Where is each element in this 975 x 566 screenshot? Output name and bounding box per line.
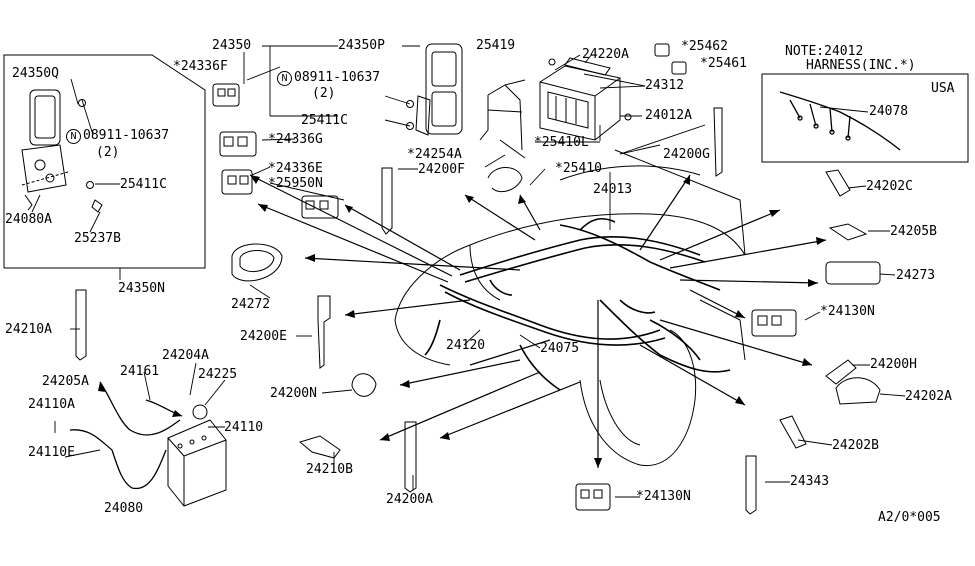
label-24080: 24080 <box>104 501 144 516</box>
label-24200h: 24200H <box>870 357 917 372</box>
label-24225: 24225 <box>198 367 238 382</box>
battery-arrows <box>98 382 182 417</box>
label-24120: 24120 <box>446 338 486 353</box>
label-25411c-left: 25411C <box>120 177 167 192</box>
label-25410: *25410 <box>555 161 602 176</box>
label-24350: 24350 <box>212 38 252 53</box>
label-24202c: 24202C <box>866 179 913 194</box>
label-24336e: *24336E <box>268 161 323 176</box>
label-25462: *25462 <box>681 39 728 54</box>
note-label: NOTE:24012 <box>785 44 864 59</box>
label-24336f: *24336F <box>173 59 228 74</box>
label-24220a: 24220A <box>582 47 629 62</box>
label-24202a: 24202A <box>905 389 952 404</box>
label-24350p: 24350P <box>338 38 385 53</box>
label-24130n-right: *24130N <box>820 304 875 319</box>
label-24254a: *24254A <box>407 147 462 162</box>
usa-harness <box>779 91 901 151</box>
fuse-box-24312 <box>539 43 687 141</box>
label-24350q: 24350Q <box>12 66 59 81</box>
grommet-24254a <box>487 167 523 193</box>
label-24210b: 24210B <box>306 462 353 477</box>
vehicle-outline <box>394 149 746 467</box>
battery <box>167 404 227 507</box>
label-24312: 24312 <box>645 78 685 93</box>
label-24200n: 24200N <box>270 386 317 401</box>
label-24200a: 24200A <box>386 492 433 507</box>
inset-panel-frame <box>3 54 206 269</box>
main-harness <box>424 218 731 391</box>
label-24210a: 24210A <box>5 322 52 337</box>
label-24204a: 24204A <box>162 348 209 363</box>
label-24110a: 24110A <box>28 397 75 412</box>
label-24205a: 24205A <box>42 374 89 389</box>
label-24350n: 24350N <box>118 281 165 296</box>
label-24161: 24161 <box>120 364 160 379</box>
diagram-code: A2/0*005 <box>878 510 941 525</box>
label-bolt-left-qty: (2) <box>96 145 120 160</box>
label-24272: 24272 <box>231 297 271 312</box>
battery-cables <box>69 381 183 489</box>
label-25237b: 25237B <box>74 231 121 246</box>
label-24343: 24343 <box>790 474 830 489</box>
label-24202b: 24202B <box>832 438 879 453</box>
pointer-arrows <box>249 174 827 468</box>
label-24205b: 24205B <box>890 224 937 239</box>
label-24200f: 24200F <box>418 162 465 177</box>
relay-bracket-inset <box>21 89 103 213</box>
label-24012a: 24012A <box>645 108 692 123</box>
label-24336g: *24336G <box>268 132 323 147</box>
harness-label: HARNESS(INC.*) <box>806 58 916 73</box>
label-24080a: 24080A <box>5 212 52 227</box>
label-24200g: 24200G <box>663 147 710 162</box>
label-25461: *25461 <box>700 56 747 71</box>
n-circle-icon: N <box>277 71 292 86</box>
label-24200e: 24200E <box>240 329 287 344</box>
label-25410l: *25410L <box>534 135 589 150</box>
label-24075: 24075 <box>540 341 580 356</box>
label-25419: 25419 <box>476 38 516 53</box>
relay-bracket-24350p <box>406 43 463 136</box>
connectors <box>212 83 797 511</box>
bracket-25419 <box>479 79 526 159</box>
clips <box>75 107 881 515</box>
label-24110: 24110 <box>224 420 264 435</box>
usa-label: USA <box>931 81 955 96</box>
label-24013: 24013 <box>593 182 633 197</box>
label-25411c-top: 25411C <box>301 113 348 128</box>
label-25950n: *25950N <box>268 176 323 191</box>
label-24130n-bottom: *24130N <box>636 489 691 504</box>
label-24110e: 24110E <box>28 445 75 460</box>
usa-inset-frame <box>761 73 969 163</box>
arrow-heads <box>250 175 826 468</box>
label-24273: 24273 <box>896 268 936 283</box>
label-24078: 24078 <box>869 104 909 119</box>
leader-lines <box>31 45 906 498</box>
n-circle-icon: N <box>66 129 81 144</box>
label-bolt-top-qty: (2) <box>312 86 336 101</box>
